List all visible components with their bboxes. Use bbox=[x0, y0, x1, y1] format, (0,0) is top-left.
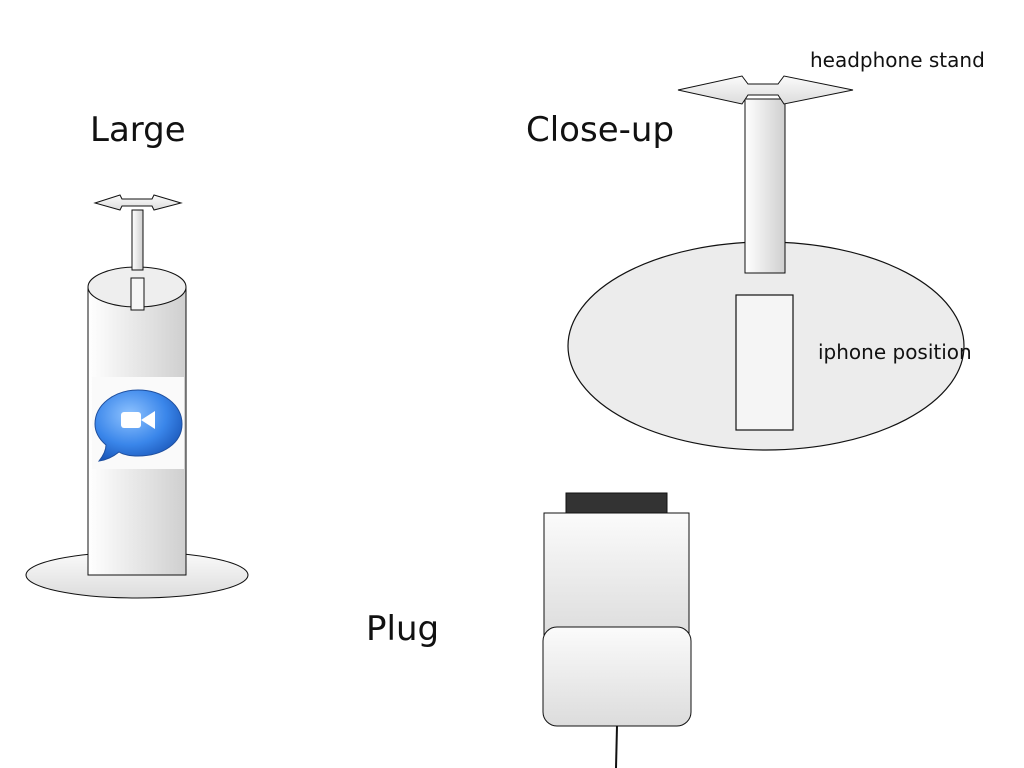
facetime-icon bbox=[92, 377, 184, 469]
plug-cap bbox=[565, 492, 668, 514]
closeup-stand bbox=[567, 75, 965, 451]
closeup-pole bbox=[744, 98, 786, 274]
plug-body bbox=[543, 512, 690, 639]
closeup-label: Close-up bbox=[526, 110, 675, 150]
plug bbox=[542, 492, 692, 768]
large-stand-pole bbox=[131, 209, 144, 271]
iphone-slot bbox=[735, 294, 794, 431]
headphone-stand-label: headphone stand bbox=[810, 48, 985, 72]
large-stand-headphone-arrow bbox=[93, 194, 183, 211]
closeup-headphone-arrow bbox=[677, 75, 854, 105]
iphone-position-label: iphone position bbox=[818, 340, 972, 364]
large-label: Large bbox=[90, 110, 186, 150]
plug-label: Plug bbox=[366, 609, 440, 649]
large-stand-slot bbox=[130, 277, 145, 311]
large-stand bbox=[25, 194, 249, 599]
plug-grip bbox=[542, 626, 692, 727]
plug-cable bbox=[615, 725, 618, 768]
